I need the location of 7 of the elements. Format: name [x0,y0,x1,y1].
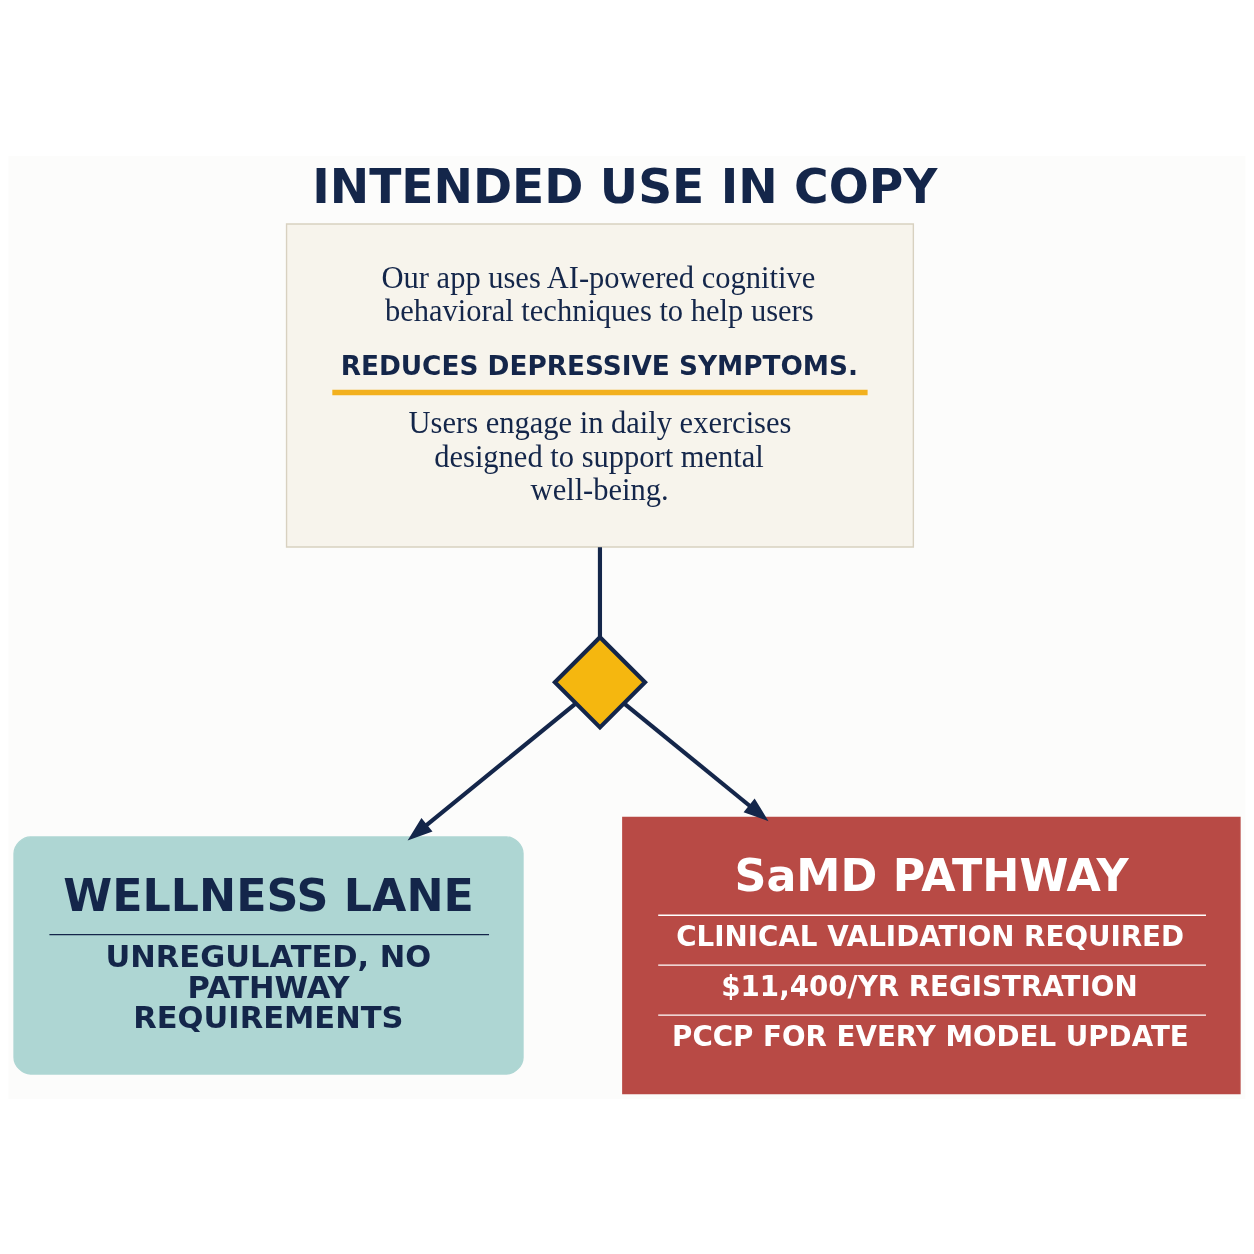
arrow [623,701,769,821]
diagram-title: INTENDED USE IN COPY [312,158,938,214]
connector [597,546,603,637]
node-box: WELLNESS LANE UNREGULATED, NO PATHWAY REQUIREMENTS [13,835,524,1075]
node-box: SaMD PATHWAY CLINICAL VALIDATION REQUIRED $11,400/YR REGISTRATION PCCP FOR EVERY MODEL UPDATE [622,816,1241,1094]
node-box: Our app uses AI-powered cognitive behavioral techniques to help users REDUCES DEPRESSIVE SYMPTOMS. Users engage in daily exercises designed to support mental well-being. [285,222,915,548]
arrow [407,701,577,841]
